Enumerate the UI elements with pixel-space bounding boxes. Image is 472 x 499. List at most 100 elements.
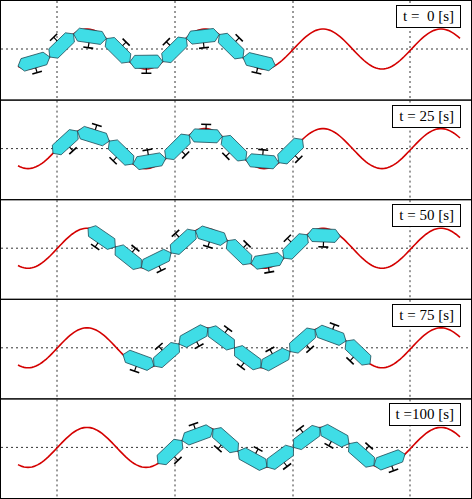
snake-segment (307, 229, 340, 243)
snake-segment (374, 450, 405, 470)
snake-segment (261, 348, 290, 371)
wheel (284, 235, 291, 242)
wheel (214, 446, 222, 453)
snake-robot (88, 226, 340, 273)
wheel (244, 240, 251, 247)
snake-segment (49, 33, 75, 58)
wheel (296, 425, 304, 431)
snake-segment (196, 226, 228, 245)
wheel (155, 343, 163, 350)
snake-segment (108, 140, 134, 165)
time-label: t = 25 [s] (399, 107, 454, 125)
reference-path (18, 29, 460, 69)
wheel (346, 357, 353, 364)
snake-segment (315, 325, 346, 345)
snake-segment (186, 29, 219, 45)
snake-segment (189, 129, 222, 143)
wheel (91, 244, 99, 250)
snake-segment (243, 53, 275, 71)
wheel (306, 346, 314, 353)
wheel (83, 47, 93, 48)
snake-segment (320, 424, 349, 447)
wheel (130, 369, 139, 372)
wheel (143, 149, 153, 151)
wheel (123, 39, 130, 46)
snake-segment (78, 126, 110, 145)
wheel (172, 230, 179, 237)
wheel (163, 38, 170, 45)
time-label-box: t = 50 [s] (392, 204, 461, 227)
snake-segment (179, 325, 208, 348)
snake-robot (157, 422, 405, 472)
snake-segment (294, 425, 321, 449)
time-label-box: t = 75 [s] (392, 304, 461, 327)
snake-segment (130, 55, 163, 68)
snake-robot (52, 124, 303, 170)
wheel (266, 347, 275, 352)
snake-segment (238, 448, 267, 471)
snake-segment (235, 346, 262, 370)
panel-frame (1, 299, 472, 399)
wheel (222, 153, 229, 160)
wheel (236, 34, 243, 41)
wheel (32, 71, 42, 74)
snake-segment (290, 328, 316, 353)
wheel (157, 268, 166, 272)
snake-segment (213, 428, 239, 453)
snake-segment (349, 442, 375, 467)
snake-segment (345, 340, 371, 365)
snake-segment (278, 138, 304, 164)
snake-segment (123, 350, 154, 370)
wheel (264, 271, 274, 273)
wheel (201, 123, 211, 125)
snake-segment (141, 249, 171, 271)
snake-segment (52, 130, 78, 155)
panel-frame (1, 1, 472, 101)
snake-segment (115, 245, 141, 270)
snake-segment (182, 425, 213, 445)
wheel (132, 245, 140, 251)
snake-segment (18, 52, 50, 71)
snake-segment (226, 240, 252, 265)
time-label: t = 75 [s] (399, 306, 454, 324)
snake-segment (251, 253, 284, 270)
time-label-box: t =100 [s] (389, 403, 461, 426)
wheel (199, 47, 209, 48)
snake-segment (165, 134, 191, 160)
snake-segment (74, 28, 107, 44)
snake-segment (105, 38, 131, 64)
panel-frame (1, 399, 472, 499)
time-label: t = 50 [s] (399, 206, 454, 224)
wheel (325, 443, 334, 448)
time-label-box: t = 0 [s] (396, 5, 461, 28)
wheel (318, 246, 328, 248)
snake-segment (208, 326, 235, 350)
wheel (237, 364, 245, 370)
snake-segment (170, 229, 196, 254)
wheel (203, 245, 213, 248)
snake-segment (218, 33, 244, 59)
wheel (283, 464, 291, 470)
wheel (92, 124, 102, 127)
snake-segment (267, 445, 294, 469)
reference-path (18, 228, 460, 268)
snake-robot (123, 323, 371, 373)
wheel (295, 156, 302, 163)
time-label: t =100 [s] (396, 405, 454, 423)
snake-segment (246, 154, 279, 169)
panel-frame (1, 200, 472, 300)
wheel (195, 344, 204, 349)
wheel (182, 152, 189, 159)
wheel (141, 72, 151, 74)
wheel (69, 147, 76, 154)
snake-segment (221, 135, 247, 161)
snake-segment (157, 439, 183, 464)
snake-segment (88, 226, 115, 250)
wheel (189, 422, 198, 425)
panel-frame (1, 100, 472, 200)
snake-robot (18, 28, 275, 74)
wheel (224, 326, 232, 332)
snake-segment (283, 234, 309, 260)
wheel (389, 469, 398, 472)
wheel (365, 443, 373, 450)
